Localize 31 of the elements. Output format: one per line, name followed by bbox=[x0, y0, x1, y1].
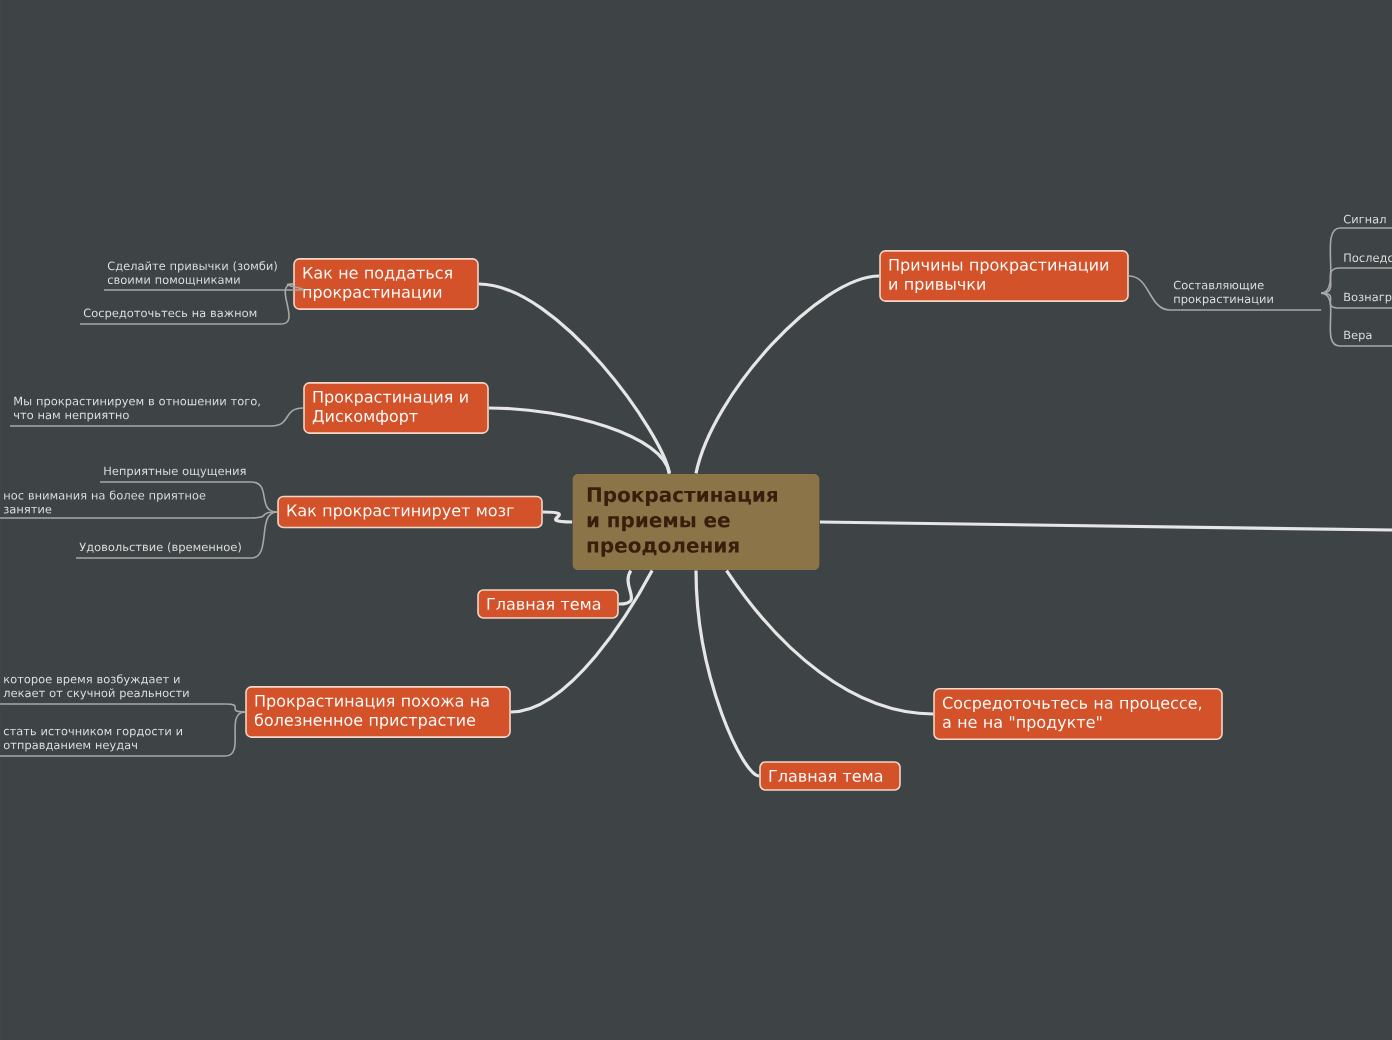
topic-box: Главная тема bbox=[759, 761, 901, 791]
connector-line bbox=[1128, 275, 1171, 311]
topic-box: Как прокрастинирует мозг bbox=[277, 495, 543, 529]
topic-box: Главная тема bbox=[477, 589, 619, 619]
connector-line bbox=[542, 510, 573, 524]
connector-line bbox=[1320, 267, 1341, 294]
connector-line bbox=[250, 511, 278, 559]
connector-line bbox=[280, 283, 294, 325]
connector-line bbox=[478, 282, 671, 474]
connector-line bbox=[618, 569, 633, 606]
connector-line bbox=[488, 406, 671, 474]
connector-line bbox=[270, 407, 304, 427]
topic-box: Сосредоточьтесь на процессе, а не на "продукте" bbox=[933, 688, 1223, 740]
connector-line bbox=[1320, 227, 1341, 294]
connector-line bbox=[510, 569, 654, 714]
connector-line bbox=[694, 274, 880, 474]
connector-line bbox=[250, 481, 278, 513]
topic-box: Прокрастинация и Дискомфорт bbox=[303, 382, 489, 434]
connector-line bbox=[725, 569, 934, 716]
connector-line bbox=[286, 283, 304, 291]
connector-line bbox=[250, 511, 278, 519]
connector-line bbox=[694, 570, 760, 778]
topic-box: Причины прокрастинации и привычки bbox=[879, 250, 1129, 302]
connector-line bbox=[1320, 292, 1341, 347]
topic-box: Как не поддаться прокрастинации bbox=[293, 258, 479, 310]
topic-box: Прокрастинация похожа на болезненное пристрастие bbox=[245, 686, 511, 738]
connector-line bbox=[1320, 292, 1341, 309]
connector-line bbox=[224, 703, 246, 713]
central-topic-box: Прокрастинация и приемы ее преодоления bbox=[572, 473, 820, 570]
connector-line bbox=[224, 711, 246, 757]
connector-line bbox=[819, 520, 1392, 532]
